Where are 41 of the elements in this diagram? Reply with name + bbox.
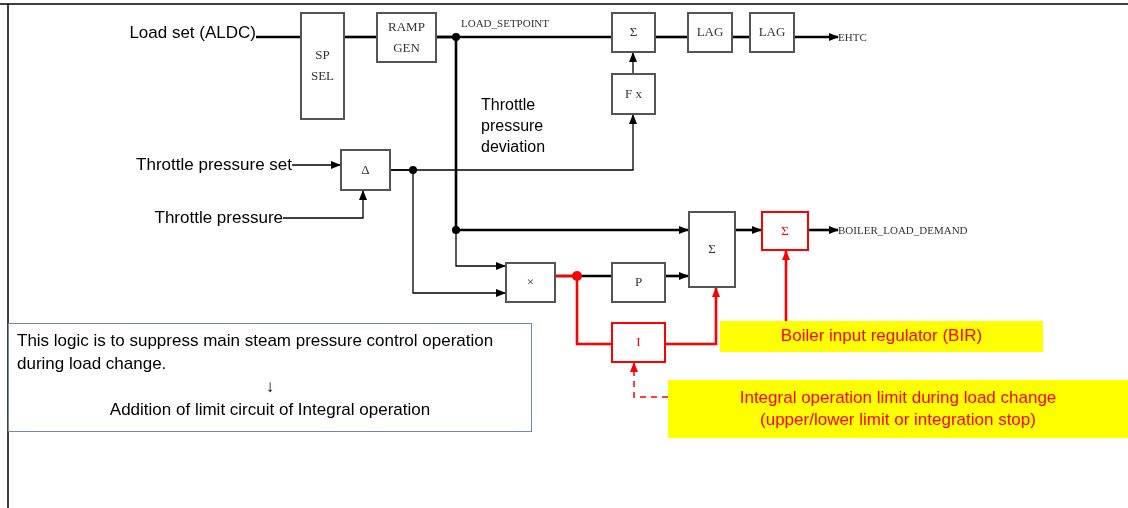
signal-label: LOAD_SETPOINT — [461, 16, 550, 31]
multiply-block: × — [505, 262, 556, 303]
highlight-note: Boiler input regulator (BIR) — [720, 321, 1043, 352]
connector-line — [656, 35, 687, 39]
sum-block: Σ — [688, 211, 736, 288]
arrow — [436, 36, 506, 270]
integral-block: I — [611, 322, 666, 363]
arrow — [666, 272, 689, 280]
arrow — [782, 250, 790, 321]
input-label: Load set (ALDC) — [90, 21, 256, 45]
note-text: ↓ — [264, 375, 276, 398]
block-box: P — [611, 262, 666, 303]
input-label: Throttle pressure set — [98, 153, 292, 177]
output-label: BOILER_LOAD_DEMAND — [838, 222, 988, 238]
connector-line — [256, 35, 300, 39]
arrow — [282, 190, 367, 219]
arrow — [809, 226, 839, 234]
output-label: EHTC — [838, 29, 878, 45]
arrow — [736, 226, 762, 234]
block-box: SP SEL — [300, 12, 345, 120]
arrow — [291, 161, 341, 169]
arrow — [390, 169, 506, 297]
dashed-arrow — [630, 362, 669, 398]
connector-line — [345, 35, 376, 39]
note-text: This logic is to suppress main steam pressure control operation during load change. — [17, 330, 495, 375]
input-label: Throttle pressure — [114, 206, 283, 230]
block-box: RAMP GEN — [376, 12, 437, 63]
sum-block: Σ — [611, 12, 656, 53]
highlight-note: Integral operation limit during load change (upper/lower limit or integration stop) — [668, 380, 1128, 438]
arrow — [795, 33, 839, 41]
delta-block: Δ — [340, 149, 391, 191]
arrow — [666, 287, 720, 346]
note-text: Addition of limit circuit of Integral operation — [108, 398, 432, 421]
arrow — [629, 52, 637, 74]
note-box — [8, 323, 532, 432]
connector-line — [556, 274, 611, 346]
block-box: LAG — [687, 12, 733, 53]
signal-label: Throttle pressure deviation — [481, 95, 547, 157]
block-box: LAG — [749, 12, 795, 53]
sum-block: Σ — [761, 211, 809, 251]
function-block: F x — [611, 73, 656, 115]
